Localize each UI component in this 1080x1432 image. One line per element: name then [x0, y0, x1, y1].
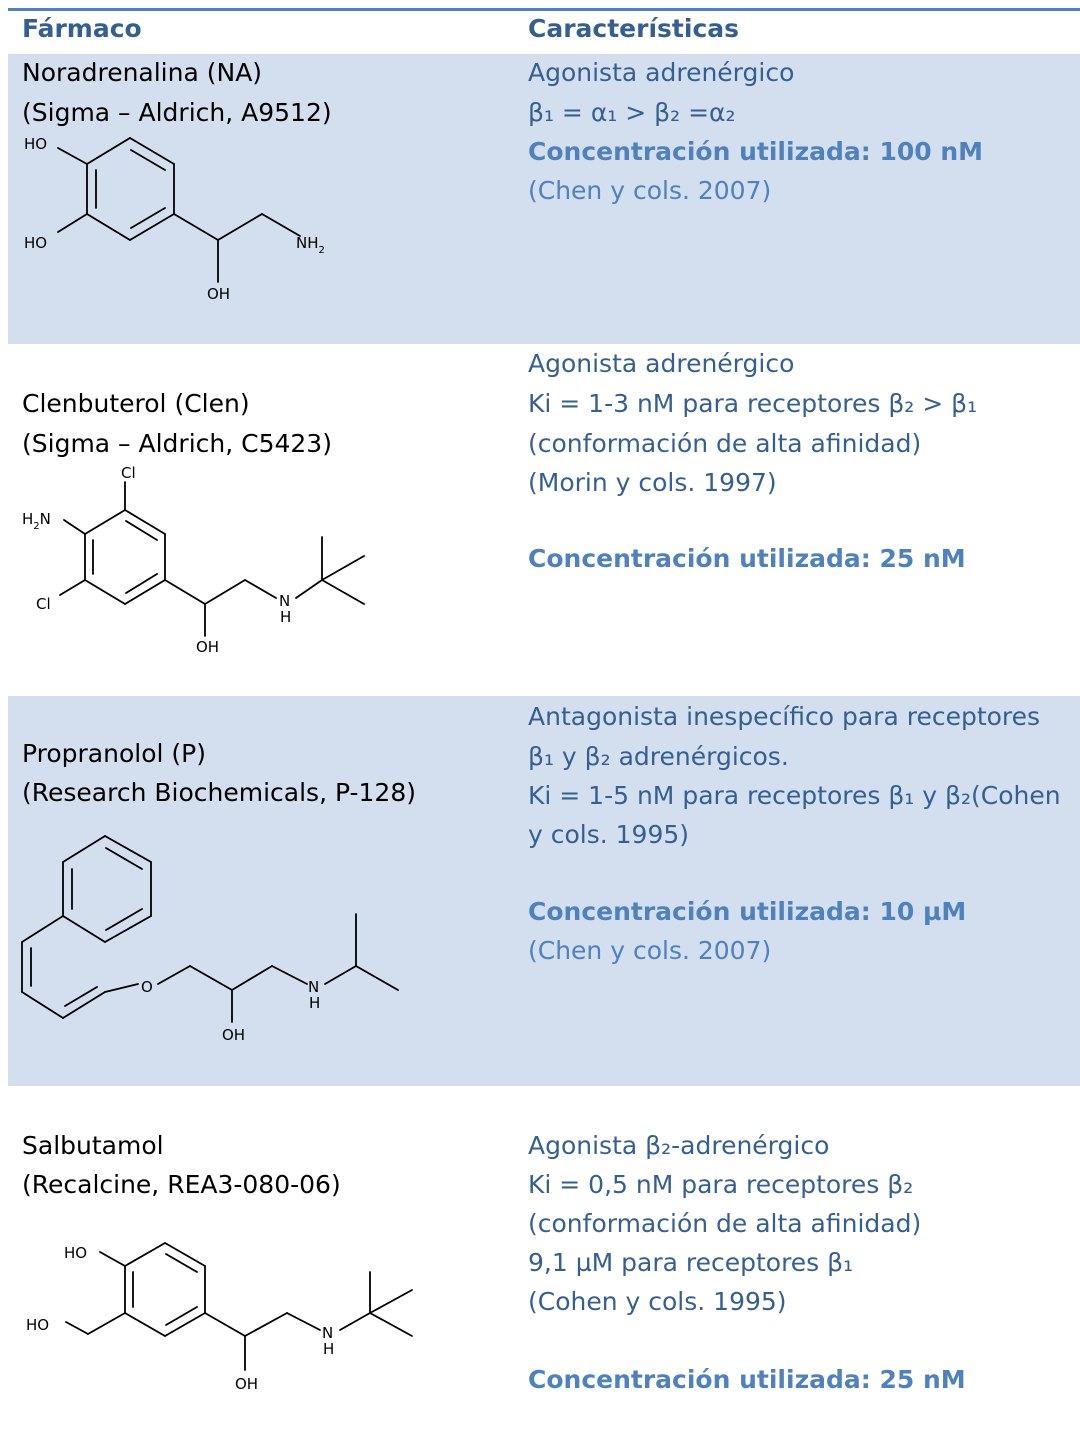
atom-label-cl: Cl: [121, 464, 136, 482]
drug-concentration: Concentración utilizada: 25 nM: [528, 1365, 966, 1394]
atom-label-n: N: [308, 978, 319, 996]
atom-label-o: O: [141, 978, 153, 996]
drug-selectivity: β₁ y β₂ adrenérgicos.: [528, 742, 789, 771]
drug-concentration: Concentración utilizada: 10 µM: [528, 897, 967, 926]
drug-source: (Research Biochemicals, P-128): [22, 778, 416, 807]
drug-selectivity: β₁ = α₁ > β₂ =α₂: [528, 98, 736, 127]
drug-description: Antagonista inespecífico para receptores: [528, 702, 1041, 731]
drug-conformation: (conformación de alta afinidad): [528, 429, 922, 458]
drug-affinity: Ki = 1-5 nM para receptores β₁ y β₂(Cohe…: [528, 781, 1061, 810]
atom-label-ho: HO: [64, 1244, 87, 1262]
drug-concentration: Concentración utilizada: 100 nM: [528, 137, 984, 166]
atom-label-cl: Cl: [36, 595, 51, 613]
atom-label-n: N: [279, 592, 290, 610]
header-caracteristicas: Características: [528, 14, 740, 43]
drug-source: (Sigma – Aldrich, C5423): [22, 429, 332, 458]
atom-label-h: H: [309, 994, 320, 1012]
drug-reference: (Cohen y cols. 1995): [528, 1287, 787, 1316]
atom-label-ho: HO: [24, 234, 47, 252]
drug-description: Agonista adrenérgico: [528, 58, 795, 87]
header-farmaco: Fármaco: [22, 14, 142, 43]
drug-source: (Sigma – Aldrich, A9512): [22, 98, 332, 127]
drug-name: Salbutamol: [22, 1131, 164, 1160]
atom-label-h2n: H2N: [22, 510, 51, 532]
atom-label-oh: OH: [207, 285, 230, 303]
drug-source: (Recalcine, REA3-080-06): [22, 1170, 341, 1199]
atom-label-n: N: [322, 1324, 333, 1342]
table-top-border: [8, 8, 1080, 11]
atom-label-h: H: [323, 1340, 334, 1358]
atom-label-h: H: [280, 608, 291, 626]
drug-reference: (Morin y cols. 1997): [528, 468, 777, 497]
drug-reference: (Chen y cols. 2007): [528, 176, 772, 205]
drug-name: Propranolol (P): [22, 739, 206, 768]
row-band-noradrenaline: [8, 54, 1080, 344]
drug-name: Noradrenalina (NA): [22, 58, 263, 87]
atom-label-ho: HO: [24, 135, 47, 153]
drug-affinity-beta1: 9,1 µM para receptores β₁: [528, 1248, 854, 1277]
drug-conformation: (conformación de alta afinidad): [528, 1209, 922, 1238]
atom-label-ho: HO: [26, 1316, 49, 1334]
atom-label-oh: OH: [235, 1375, 258, 1393]
atom-label-oh: OH: [222, 1026, 245, 1044]
drug-description: Agonista β₂-adrenérgico: [528, 1131, 830, 1160]
atom-label-nh: NH2: [296, 234, 325, 256]
drug-affinity: Ki = 0,5 nM para receptores β₂: [528, 1170, 914, 1199]
row-band-propranolol: [8, 696, 1080, 1086]
drug-reference: (Chen y cols. 2007): [528, 936, 772, 965]
drug-concentration: Concentración utilizada: 25 nM: [528, 544, 966, 573]
drug-description: Agonista adrenérgico: [528, 349, 795, 378]
drug-affinity: Ki = 1-3 nM para receptores β₂ > β₁: [528, 389, 978, 418]
drug-name: Clenbuterol (Clen): [22, 389, 250, 418]
atom-label-oh: OH: [196, 638, 219, 656]
drug-affinity-reference: y cols. 1995): [528, 820, 690, 849]
